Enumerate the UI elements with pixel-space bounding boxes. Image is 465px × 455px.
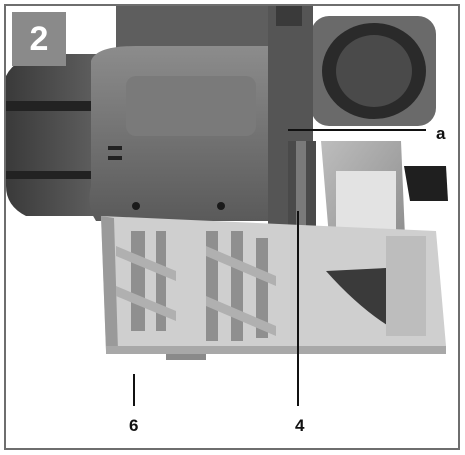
- figure-frame: 2 a 6 4: [4, 4, 460, 450]
- callout-label-4: 4: [295, 416, 305, 435]
- product-photo-circular-saw: [6, 6, 458, 368]
- figure-number-badge: 2: [12, 12, 66, 66]
- callout-label-a: a: [436, 124, 446, 143]
- callout-leader-lines: [133, 129, 426, 406]
- callout-label-6: 6: [129, 416, 139, 435]
